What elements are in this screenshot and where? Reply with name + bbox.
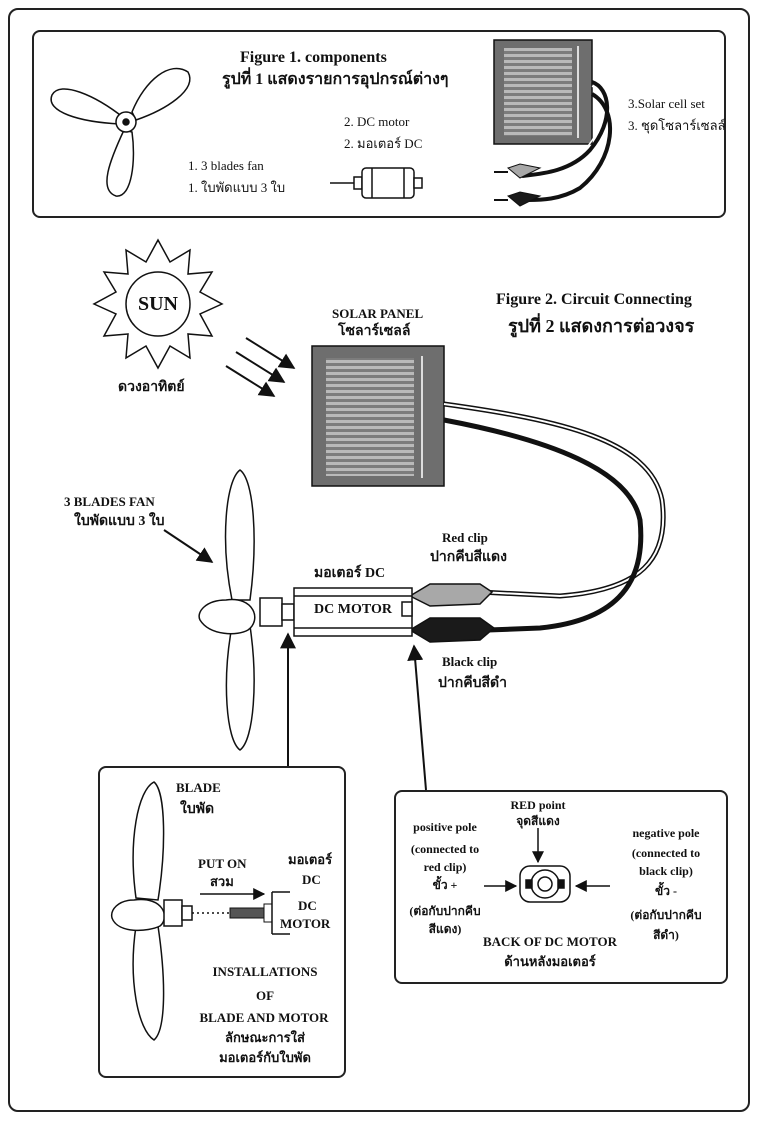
motor-label-th: มอเตอร์ DC [314,566,386,581]
sun-label-th: ดวงอาทิตย์ [118,380,185,395]
install-caption-th2: มอเตอร์กับใบพัด [219,1050,311,1065]
install-motor-en2: MOTOR [280,916,331,931]
install-caption-th1: ลักษณะการใส่ [225,1030,305,1045]
motor-back-icon [519,865,571,903]
sun-label: SUN [137,293,178,315]
fig1-fan-label-en: 1. 3 blades fan [188,158,264,173]
fig1-title-th: รูปที่ 1 แสดงรายการอุปกรณ์ต่างๆ [222,71,449,88]
annotation-arrows [163,529,427,791]
solar-panel-label-th: โซลาร์เซลล์ [338,324,411,339]
fig1-solar-cell-icon [493,39,613,207]
solar-cables [443,401,666,633]
install-caption-2: OF [255,988,275,1003]
motor-back-caption-en: BACK OF DC MOTOR [483,934,617,949]
install-motor-dc: DC [302,872,321,887]
red-clip-label-th: ปากคีบสีแดง [430,550,507,565]
install-shaft [229,891,290,935]
negative-pole-3: black clip) [639,864,693,878]
black-clip [408,617,496,643]
black-clip-label-th: ปากคีบสีดำ [438,676,507,691]
fig2-fan-blade [198,469,295,751]
positive-pole-5: (ต่อกับปากคีบ [409,904,481,918]
fan-label-en: 3 BLADES FAN [64,494,155,509]
fig2-motor [293,587,413,637]
red-clip [408,583,494,607]
negative-pole-1: negative pole [632,826,700,840]
fig1-solar-label-en: 3.Solar cell set [628,96,705,111]
sun-icon [92,238,224,370]
red-point-label-en: RED point [510,798,566,812]
positive-pole-6: สีแดง) [428,922,462,936]
fig1-solar-label-th: 3. ชุดโซลาร์เซลล์ [628,118,726,133]
fig1-fan-label-th: 1. ใบพัดแบบ 3 ใบ [188,180,286,195]
blade-label-th: ใบพัด [180,802,215,817]
negative-pole-4: ขั้ว - [655,884,677,898]
install-fan [110,781,193,1041]
red-clip-label-en: Red clip [442,530,488,545]
fig2-title-th: รูปที่ 2 แสดงการต่อวงจร [508,316,695,336]
install-caption-3: BLADE AND MOTOR [199,1010,329,1025]
negative-pole-5: (ต่อกับปากคีบ [630,908,702,922]
page-frame [8,8,750,1112]
install-motor-en1: DC [298,898,317,913]
fig1-motor-icon [330,167,423,199]
fig1-title-en: Figure 1. components [240,49,387,66]
fig1-motor-label-en: 2. DC motor [344,114,410,129]
sunlight-arrows [225,337,296,397]
negative-pole-2: (connected to [631,846,701,860]
positive-pole-3: red clip) [423,860,467,874]
fig2-title-en: Figure 2. Circuit Connecting [496,291,692,308]
red-point-label-th: จุดสีแดง [516,814,560,828]
put-on-label-en: PUT ON [198,856,247,871]
black-clip-label-en: Black clip [442,654,498,669]
solar-panel-label-en: SOLAR PANEL [332,306,424,321]
negative-pole-6: สีดำ) [653,928,679,942]
fig1-motor-label-th: 2. มอเตอร์ DC [344,136,423,151]
motor-label-en: DC MOTOR [314,602,392,617]
motor-back-arrows [484,828,610,892]
positive-pole-1: positive pole [413,820,477,834]
put-on-label-th: สวม [210,874,234,889]
install-caption-1: INSTALLATIONS [212,964,318,979]
fig1-fan-icon [50,67,191,197]
positive-pole-2: (connected to [410,842,480,856]
motor-back-caption-th: ด้านหลังมอเตอร์ [504,954,596,969]
fan-label-th: ใบพัดแบบ 3 ใบ [74,514,165,529]
solar-panel [311,345,445,487]
install-motor-th: มอเตอร์ [288,852,333,867]
positive-pole-4: ขั้ว + [432,878,458,892]
blade-label-en: BLADE [176,780,221,795]
